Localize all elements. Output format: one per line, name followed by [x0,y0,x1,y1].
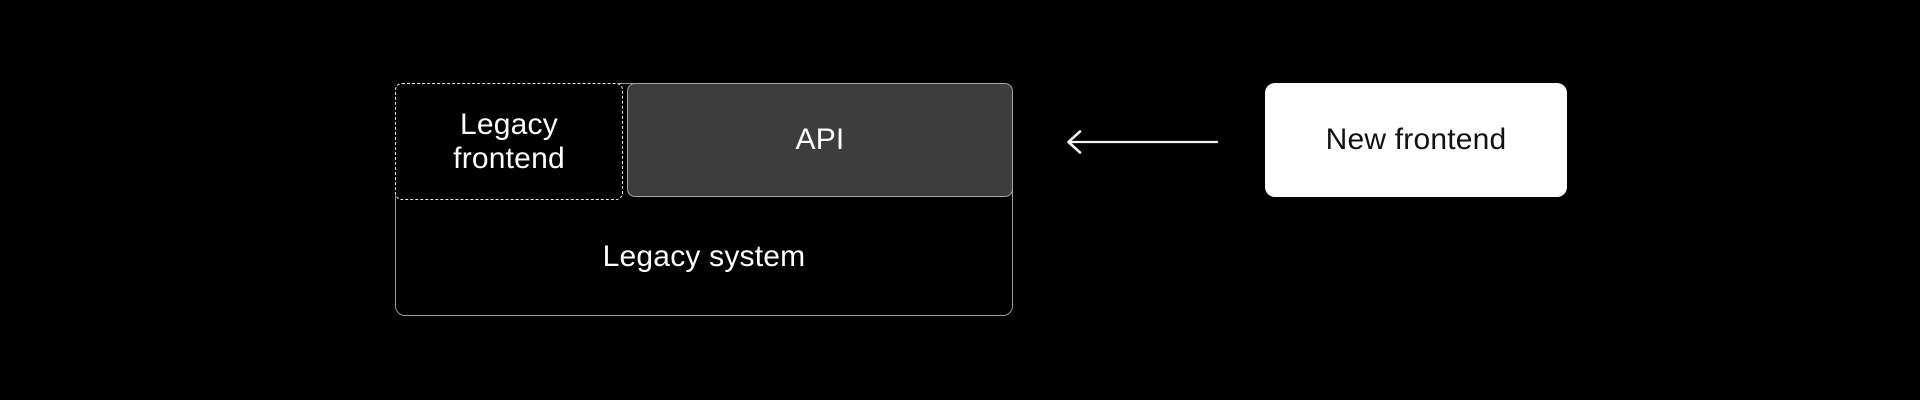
legacy-system-label: Legacy system [602,240,806,274]
api-label: API [795,123,845,157]
legacy-system-label-zone: Legacy system [397,200,1011,314]
legacy-frontend-box: Legacy frontend [395,83,623,200]
api-box: API [627,83,1013,197]
new-frontend-box: New frontend [1265,83,1567,197]
new-frontend-label: New frontend [1325,123,1507,157]
arrow-left-icon [1058,127,1222,157]
legacy-frontend-label: Legacy frontend [453,107,565,175]
